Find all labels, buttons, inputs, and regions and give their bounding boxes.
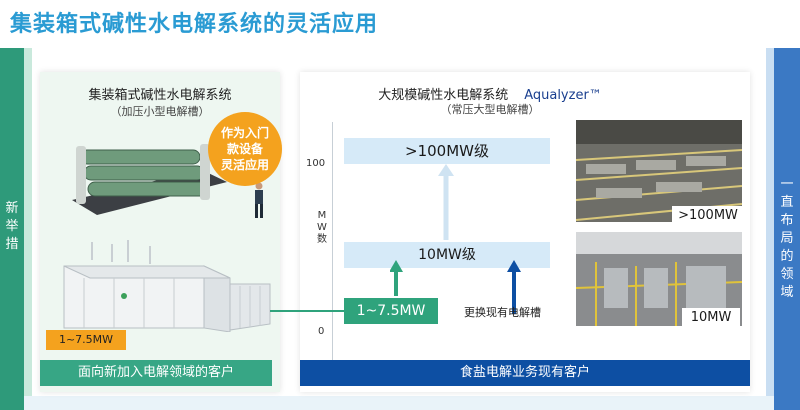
y-tick-0: 0 xyxy=(318,326,325,337)
left-stripe xyxy=(24,48,32,410)
level-100mw-box: >100MW级 xyxy=(344,138,550,164)
connector-line xyxy=(270,310,344,312)
left-side-bar: 新举措 xyxy=(0,48,24,410)
badge-line: 作为入门 xyxy=(220,126,269,140)
capacity-tag: 1~7.5MW xyxy=(46,330,126,350)
right-stripe xyxy=(766,48,774,410)
container-system-subtitle: （加压小型电解槽） xyxy=(110,105,210,118)
y-axis-label-char: 数 xyxy=(317,234,327,245)
badge-line: 款设备 xyxy=(226,142,263,156)
large-system-title-text: 大规模碱性水电解系统 xyxy=(378,88,509,103)
plant-photo-medium xyxy=(576,232,742,326)
large-system-title: 大规模碱性水电解系统 Aqualyzer™ xyxy=(300,84,680,103)
large-system-subtitle: （常压大型电解槽） xyxy=(440,103,540,116)
existing-customers-banner: 食盐电解业务现有客户 xyxy=(300,360,750,386)
medium-photo-tag: 10MW xyxy=(682,308,740,328)
entry-level-badge: 作为入门 款设备 灵活应用 xyxy=(208,112,282,186)
arrow-up-light-head xyxy=(438,164,454,176)
y-axis-label-char: M xyxy=(317,210,327,221)
level-1-7mw-box: 1~7.5MW xyxy=(344,298,438,324)
y-axis-line xyxy=(332,122,333,380)
container-units-image xyxy=(63,240,271,332)
y-axis-label-char: W xyxy=(317,222,327,233)
large-system-panel: 大规模碱性水电解系统 Aqualyzer™ （常压大型电解槽） 100 0 M W… xyxy=(300,72,750,392)
page-title: 集装箱式碱性水电解系统的灵活应用 xyxy=(10,12,379,37)
arrow-up-navy-head xyxy=(507,260,521,272)
left-side-label: 新举措 xyxy=(5,201,19,252)
badge-line: 灵活应用 xyxy=(220,158,269,172)
electrolyzer-stack-image xyxy=(72,144,227,215)
large-photo-tag: >100MW xyxy=(672,206,744,226)
bottom-band xyxy=(24,396,774,410)
arrows xyxy=(390,164,521,314)
plant-photo-large xyxy=(576,120,742,222)
brand-name: Aqualyzer™ xyxy=(524,88,602,103)
y-tick-100: 100 xyxy=(306,158,326,169)
person-figure xyxy=(255,182,263,218)
right-side-bar: 一直布局的领域 xyxy=(774,48,800,410)
replace-note: 更换现有电解槽 xyxy=(464,306,541,319)
new-customers-banner: 面向新加入电解领域的客户 xyxy=(40,360,272,386)
arrow-up-green-head xyxy=(390,260,403,272)
y-axis-label: M W 数 xyxy=(317,210,327,246)
container-system-title: 集装箱式碱性水电解系统 xyxy=(88,88,232,103)
right-side-label: 一直布局的领域 xyxy=(780,177,794,300)
